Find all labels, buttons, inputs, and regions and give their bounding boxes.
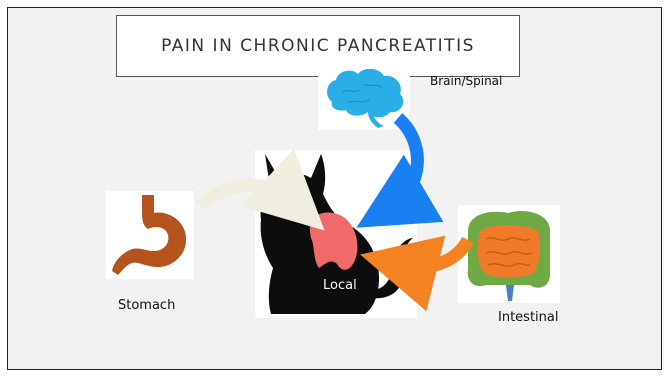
arrow-stomach-to-local xyxy=(0,0,669,379)
slide: PAIN IN CHRONIC PANCREATITIS Brain/Spina… xyxy=(0,0,669,379)
